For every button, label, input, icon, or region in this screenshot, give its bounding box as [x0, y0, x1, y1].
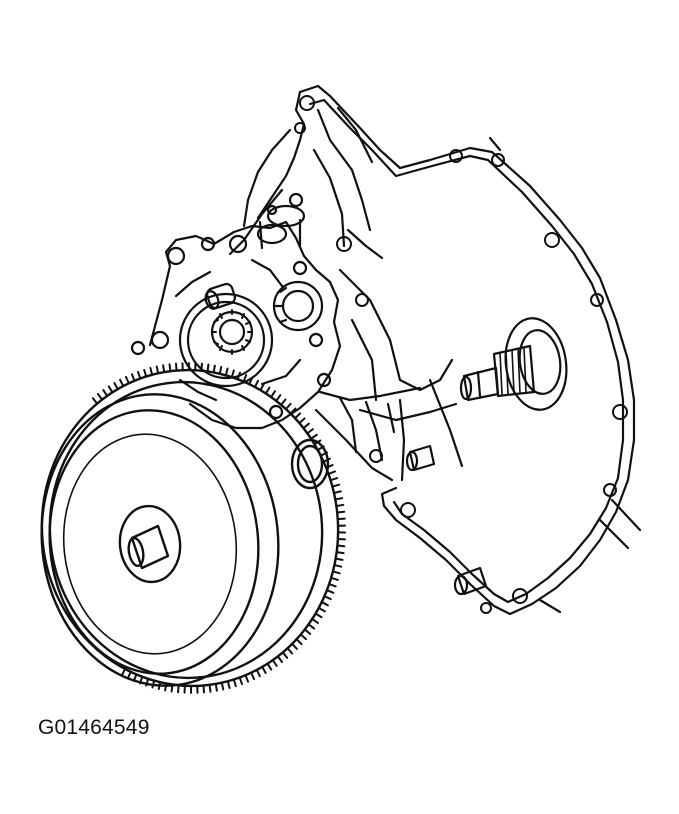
ring-gear-tooth	[96, 392, 104, 401]
ring-gear-tooth	[212, 364, 216, 374]
ring-gear-tooth	[333, 564, 343, 568]
ring-gear-tooth	[149, 367, 154, 376]
ring-gear-tooth	[200, 362, 203, 372]
ring-gear-tooth	[91, 397, 99, 405]
ring-gear-tooth	[314, 612, 323, 619]
ring-gear-tooth	[331, 570, 341, 575]
ring-gear-tooth	[174, 362, 178, 372]
ring-gear-tooth	[327, 470, 337, 475]
ring-gear-tooth	[266, 662, 273, 671]
ring-gear-tooth	[334, 557, 344, 561]
ring-gear-tooth	[289, 407, 297, 415]
ring-gear-tooth	[271, 659, 278, 667]
ring-gear-tooth	[276, 655, 284, 664]
ring-gear-tooth	[329, 477, 339, 482]
ring-gear-tooth	[275, 394, 282, 402]
ring-gear-tooth	[286, 647, 294, 655]
ring-gear-tooth	[224, 367, 229, 377]
figure-id-caption: G01464549	[38, 716, 150, 739]
ring-gear-tooth	[335, 503, 345, 507]
ring-gear-tooth	[313, 439, 322, 446]
ring-gear-tooth	[280, 398, 287, 406]
torque-converter	[40, 362, 347, 694]
ring-gear-tooth	[143, 368, 148, 378]
ring-gear-tooth	[102, 389, 109, 397]
ring-gear-tooth	[162, 364, 166, 374]
ring-gear-tooth	[226, 680, 231, 689]
ring-gear-tooth	[299, 633, 307, 641]
ring-gear-tooth	[177, 684, 180, 694]
ring-gear-tooth	[306, 428, 314, 435]
ring-gear-tooth	[113, 382, 119, 391]
ring-gear-tooth	[155, 365, 160, 375]
ring-gear-tooth	[232, 678, 237, 688]
ring-gear-tooth	[270, 390, 276, 399]
ring-gear-tooth	[332, 490, 342, 494]
ring-gear-tooth	[334, 497, 344, 501]
ring-gear-tooth	[336, 544, 346, 548]
ring-gear-tooth	[248, 376, 254, 386]
ring-gear-tooth	[259, 383, 265, 392]
ring-gear-tooth	[218, 365, 223, 375]
ring-gear-tooth	[295, 638, 303, 646]
ring-gear-tooth	[238, 676, 243, 686]
ring-gear-tooth	[302, 422, 310, 430]
ring-gear-tooth	[244, 674, 250, 683]
flange-bolt-holes	[294, 95, 628, 614]
ring-gear-tooth	[310, 433, 318, 440]
ring-gear-tooth	[208, 683, 212, 693]
ring-gear-tooth	[317, 606, 326, 613]
ring-gear-tooth	[291, 642, 298, 650]
ring-gear-tooth	[230, 369, 235, 379]
ring-gear-tooth	[137, 370, 142, 380]
ring-gear-tooth	[325, 464, 334, 469]
ring-gear-tooth	[236, 371, 242, 381]
input-shaft	[459, 317, 568, 411]
ring-gear-tooth	[319, 451, 328, 457]
ring-gear-tooth	[126, 670, 132, 680]
ring-gear-tooth	[294, 412, 302, 420]
ring-gear-tooth	[298, 417, 306, 425]
ring-gear-tooth	[303, 628, 312, 635]
ring-gear-tooth	[242, 374, 248, 383]
ring-gear-tooth	[316, 445, 325, 451]
ring-gear-tooth	[322, 457, 331, 463]
ring-gear-tooth	[253, 379, 260, 389]
o-ring	[290, 438, 330, 490]
ring-gear-tooth	[214, 682, 218, 692]
ring-gear-tooth	[107, 385, 114, 394]
ring-gear-tooth	[120, 667, 127, 677]
ring-gear-tooth	[323, 595, 332, 601]
ring-gear-tooth	[264, 386, 271, 395]
ring-gear-tooth	[119, 378, 125, 388]
exploded-diagram	[40, 84, 642, 694]
ring-gear-tooth	[206, 363, 210, 373]
ring-gear-tooth	[281, 651, 289, 659]
ring-gear-tooth	[325, 589, 335, 594]
ring-gear-tooth	[311, 617, 319, 624]
ring-gear-tooth	[331, 483, 341, 488]
dowel-pins	[405, 444, 488, 596]
ring-gear-tooth	[330, 576, 339, 581]
ring-gear-tooth	[255, 668, 261, 678]
ring-gear-tooth	[220, 681, 225, 691]
ring-gear-tooth	[124, 375, 130, 385]
ring-gear-tooth	[261, 665, 267, 674]
diagram-svg	[40, 84, 642, 694]
ring-gear-tooth	[320, 601, 329, 607]
ring-gear-tooth	[168, 363, 172, 373]
ring-gear-tooth	[336, 510, 346, 514]
transaxle-case	[228, 84, 642, 616]
ring-gear-tooth	[130, 373, 136, 382]
ring-gear-tooth	[307, 623, 316, 630]
ring-gear-tooth	[328, 583, 337, 588]
pump-housing	[130, 192, 342, 430]
ring-gear-tooth	[284, 402, 292, 411]
ring-gear-tooth	[202, 684, 206, 694]
ring-gear-tooth	[250, 671, 256, 681]
ring-gear-tooth	[335, 551, 345, 555]
